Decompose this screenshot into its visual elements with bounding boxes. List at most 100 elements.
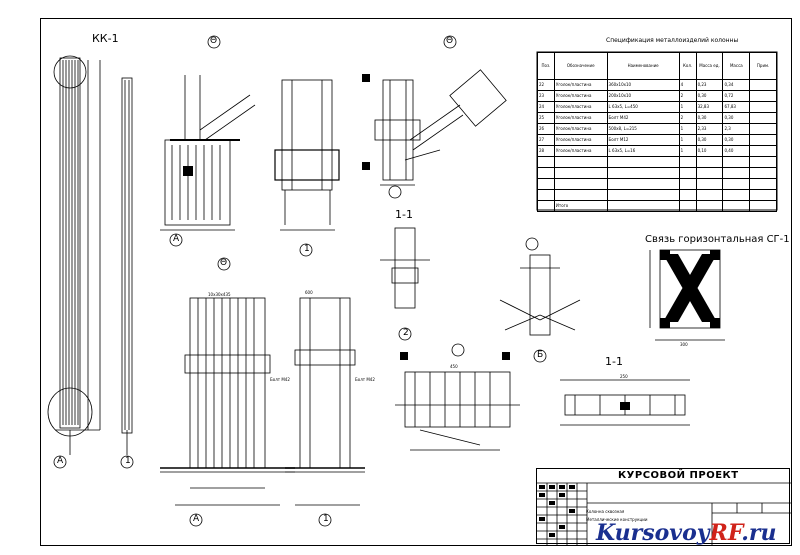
spec-table-cell [722, 156, 751, 168]
dim-label-3: Болт М42 [355, 377, 375, 382]
section-label-1-1-right: 1-1 [605, 355, 623, 368]
title-block-line1: Колонна сквозная [586, 509, 625, 514]
spec-table-cell [606, 156, 680, 168]
spec-table-cell: 27 [537, 134, 555, 146]
spec-table-cell: L 63х5, L=16 [606, 145, 680, 157]
spec-table-cell: 1 [678, 145, 697, 157]
spec-table-cell: 1 [678, 134, 697, 146]
spec-table-cell [749, 90, 777, 102]
spec-table-row [537, 189, 777, 201]
spec-table-cell [678, 200, 697, 212]
column-head-detail [53, 55, 87, 89]
callout-1-1: 1 [125, 456, 131, 466]
spec-table-cell [606, 189, 680, 201]
spec-table-cell [749, 123, 777, 135]
watermark-part1: Kursovoy [596, 520, 710, 546]
column-mark: КК-1 [92, 32, 119, 45]
spec-table-cell [606, 167, 680, 179]
spec-table-cell [678, 178, 697, 190]
spec-table-title: Спецификация металлоизделий колонны [606, 37, 739, 44]
spec-table-cell: Уголок/пластина [553, 145, 608, 157]
spec-table-cell: Болт М12 [606, 134, 680, 146]
column-kk1-body [59, 57, 81, 429]
spec-table-cell: 200х10х10 [606, 90, 680, 102]
callout-1-3: 1 [323, 514, 329, 524]
spec-table-cell: Уголок/пластина [553, 79, 608, 91]
title-block-grid [537, 482, 791, 545]
spec-table-cell: Уголок/пластина [553, 90, 608, 102]
spec-table-cell [749, 167, 777, 179]
spec-table-cell: 0,34 [722, 79, 751, 91]
title-block-title: КУРСОВОЙ ПРОЕКТ [618, 470, 739, 481]
callout-2: 2 [403, 328, 409, 338]
circled-header-2: Θ [446, 36, 454, 46]
spec-table-row [537, 167, 777, 179]
spec-table-cell: 0,30 [695, 90, 724, 102]
spec-table-cell: 360х10х10 [606, 79, 680, 91]
spec-table-cell: 22 [537, 79, 555, 91]
spec-col-header: Кол. [678, 52, 697, 80]
circled-header-1: Θ [210, 36, 218, 46]
spec-table-cell [678, 167, 697, 179]
spec-table-cell [749, 112, 777, 124]
spec-table-cell [695, 200, 724, 212]
callout-a-2: А [173, 234, 180, 244]
spec-table-cell [553, 167, 608, 179]
tie-title: Связь горизонтальная СГ-1 [645, 234, 790, 245]
spec-table-cell [749, 134, 777, 146]
spec-table-cell [695, 178, 724, 190]
spec-table-row [537, 156, 777, 168]
dim-label-4: 300 [680, 342, 688, 347]
dim-label-7: 250 [620, 374, 628, 379]
title-block [536, 468, 791, 545]
watermark-logo: KursovoyRF.ru [596, 520, 776, 546]
spec-table-cell [749, 145, 777, 157]
spec-table-cell [537, 178, 555, 190]
spec-table-cell: 0,30 [695, 134, 724, 146]
dim-label-5: 600 [305, 290, 313, 295]
spec-table-header: Поз. Обозначение Наименование Кол. Масса… [537, 52, 777, 80]
spec-table-cell: 25 [537, 112, 555, 124]
spec-table: Поз. Обозначение Наименование Кол. Масса… [537, 52, 777, 212]
spec-table-cell [678, 156, 697, 168]
spec-table-cell [553, 156, 608, 168]
spec-table-cell: 0,10 [695, 145, 724, 157]
spec-col-header: Наименование [606, 52, 680, 80]
spec-table-cell: Уголок/пластина [553, 134, 608, 146]
section-label-1-1: 1-1 [395, 208, 413, 221]
spec-table-cell: Болт М42 [606, 112, 680, 124]
spec-table-cell [749, 189, 777, 201]
spec-table-cell: 2 [678, 112, 697, 124]
spec-table-cell [606, 200, 680, 212]
spec-table-cell: 1 [678, 101, 697, 113]
spec-table-cell: 0,30 [695, 112, 724, 124]
spec-table-cell [537, 189, 555, 201]
spec-table-cell [537, 200, 555, 212]
watermark-part3: .ru [741, 520, 777, 546]
spec-table-cell: 28 [537, 145, 555, 157]
spec-table-cell: 2 [678, 90, 697, 102]
spec-table-cell [553, 178, 608, 190]
spec-table-cell [678, 189, 697, 201]
spec-table-cell [749, 79, 777, 91]
spec-table-cell [749, 156, 777, 168]
spec-table-cell: 32,83 [695, 101, 724, 113]
circled-header-3: Θ [220, 258, 228, 268]
spec-table-cell: 0,23 [695, 79, 724, 91]
spec-col-header: Поз. [537, 52, 555, 80]
spec-table-cell: 0,30 [722, 134, 751, 146]
spec-table-cell: L 63х5, L=450 [606, 101, 680, 113]
spec-table-cell: 2,3 [722, 123, 751, 135]
spec-table-cell: 0,72 [722, 90, 751, 102]
spec-table-cell [695, 189, 724, 201]
column-base-detail [47, 387, 93, 437]
spec-table-cell [722, 200, 751, 212]
title-block-line2: Металлические конструкции [586, 517, 648, 522]
callout-a-3: А [193, 514, 200, 524]
spec-table-cell [553, 189, 608, 201]
spec-table-cell [695, 156, 724, 168]
